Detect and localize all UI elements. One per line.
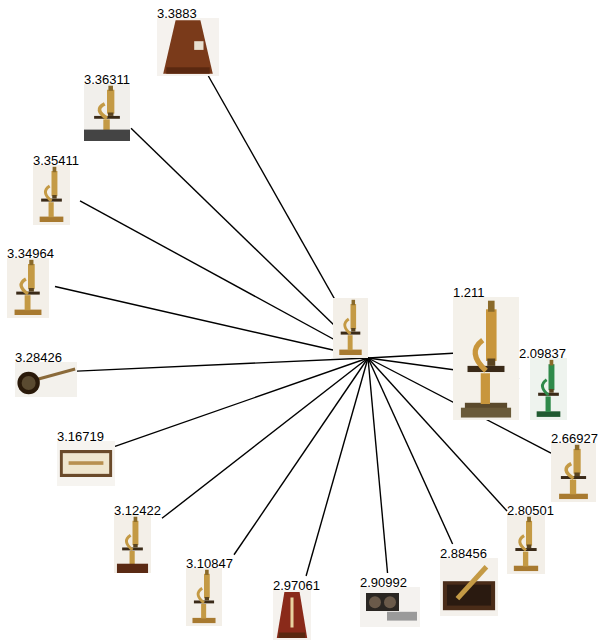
distance-label: 2.90992 bbox=[360, 576, 407, 590]
neighbor-image: 2.66927 bbox=[551, 429, 599, 502]
neighbor-image: 3.12422 bbox=[114, 501, 162, 573]
neighbor-image: 2.97061 bbox=[273, 576, 321, 640]
distance-label: 3.10847 bbox=[186, 557, 233, 571]
thumbnail-photo bbox=[15, 362, 77, 397]
distance-label: 1.211 bbox=[453, 286, 485, 300]
similarity-link bbox=[306, 358, 368, 576]
neighbor-image: 1.211 bbox=[453, 283, 519, 420]
query-image bbox=[333, 298, 368, 358]
distance-label: 3.36311 bbox=[84, 73, 130, 87]
neighbor-image: 3.28426 bbox=[15, 348, 77, 397]
thumbnail-photo bbox=[186, 568, 222, 626]
neighbor-image: 3.34964 bbox=[7, 244, 55, 318]
thumbnail-photo bbox=[453, 297, 519, 420]
distance-label: 2.80501 bbox=[507, 504, 554, 518]
thumbnail-photo bbox=[440, 558, 498, 616]
neighbor-image: 2.80501 bbox=[507, 501, 555, 574]
similarity-link bbox=[131, 128, 368, 358]
distance-label: 3.28426 bbox=[15, 351, 62, 365]
distance-label: 2.88456 bbox=[440, 547, 487, 561]
similarity-link bbox=[368, 358, 388, 573]
distance-label: 3.34964 bbox=[7, 247, 54, 261]
similarity-link bbox=[77, 358, 368, 371]
thumbnail-photo bbox=[333, 298, 368, 358]
neighbor-image: 2.90992 bbox=[360, 573, 420, 627]
distance-label: 2.97061 bbox=[273, 579, 320, 593]
distance-label: 3.3883 bbox=[157, 7, 197, 21]
similarity-link bbox=[80, 201, 368, 358]
neighbor-image: 2.88456 bbox=[440, 544, 498, 616]
thumbnail-photo bbox=[84, 84, 130, 141]
thumbnail-photo bbox=[507, 515, 545, 574]
thumbnail-photo bbox=[551, 443, 596, 502]
neighbor-image: 3.35411 bbox=[33, 151, 80, 225]
thumbnail-photo bbox=[273, 590, 311, 640]
similarity-link bbox=[55, 286, 368, 358]
similarity-link bbox=[368, 358, 453, 544]
distance-label: 2.66927 bbox=[551, 432, 598, 446]
similarity-link bbox=[115, 358, 368, 446]
distance-label: 3.12422 bbox=[114, 504, 161, 518]
thumbnail-photo bbox=[33, 165, 70, 225]
neighbor-image: 3.16719 bbox=[57, 427, 115, 486]
distance-label: 2.09837 bbox=[519, 347, 566, 361]
neighbor-image: 2.09837 bbox=[519, 344, 567, 420]
thumbnail-photo bbox=[360, 587, 420, 627]
similarity-link bbox=[368, 353, 453, 358]
similarity-link bbox=[368, 358, 507, 511]
thumbnail-photo bbox=[7, 258, 49, 318]
distance-label: 3.16719 bbox=[57, 430, 104, 444]
thumbnail-photo bbox=[530, 358, 567, 420]
neighbor-image: 3.10847 bbox=[186, 554, 234, 626]
similarity-link bbox=[208, 76, 368, 358]
thumbnail-photo bbox=[157, 18, 219, 76]
neighbor-image: 3.3883 bbox=[157, 4, 219, 76]
thumbnail-photo bbox=[114, 515, 151, 573]
neighbor-image: 3.36311 bbox=[84, 70, 131, 141]
similarity-link bbox=[234, 358, 368, 555]
thumbnail-photo bbox=[57, 441, 115, 486]
similarity-link bbox=[162, 358, 368, 518]
distance-label: 3.35411 bbox=[33, 154, 79, 168]
